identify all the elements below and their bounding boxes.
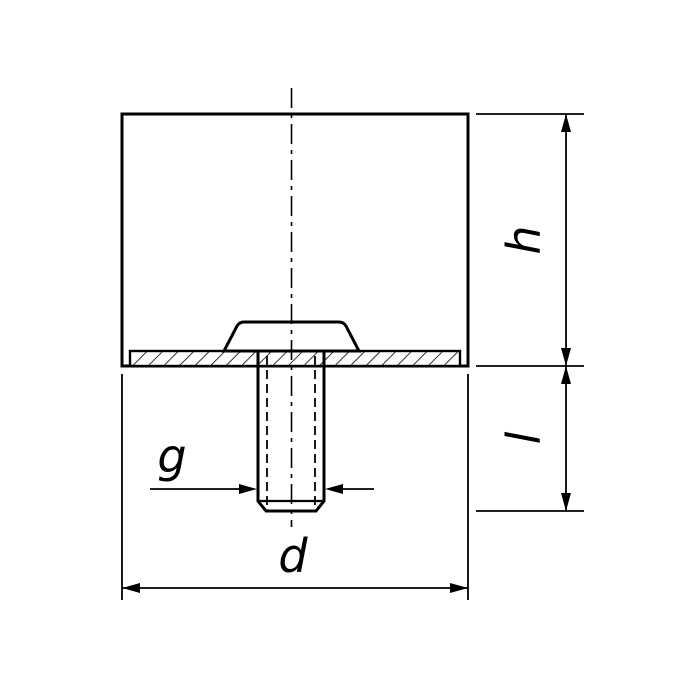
arrow-d-left — [122, 583, 140, 593]
arrow-l-bottom — [561, 493, 571, 511]
arrow-d-right — [450, 583, 468, 593]
dim-label-d: d — [278, 529, 308, 583]
arrow-h-top — [561, 114, 571, 132]
bolt-head — [221, 320, 362, 353]
base-plate-hatch — [128, 349, 462, 368]
arrow-h-bottom — [561, 348, 571, 366]
dim-label-g: g — [157, 429, 186, 483]
arrow-l-top — [561, 366, 571, 384]
arrow-g-left — [239, 484, 257, 494]
dim-label-l: l — [497, 431, 551, 444]
arrow-g-right — [325, 484, 343, 494]
dim-label-h: h — [497, 225, 551, 254]
rubber-body — [120, 112, 470, 368]
